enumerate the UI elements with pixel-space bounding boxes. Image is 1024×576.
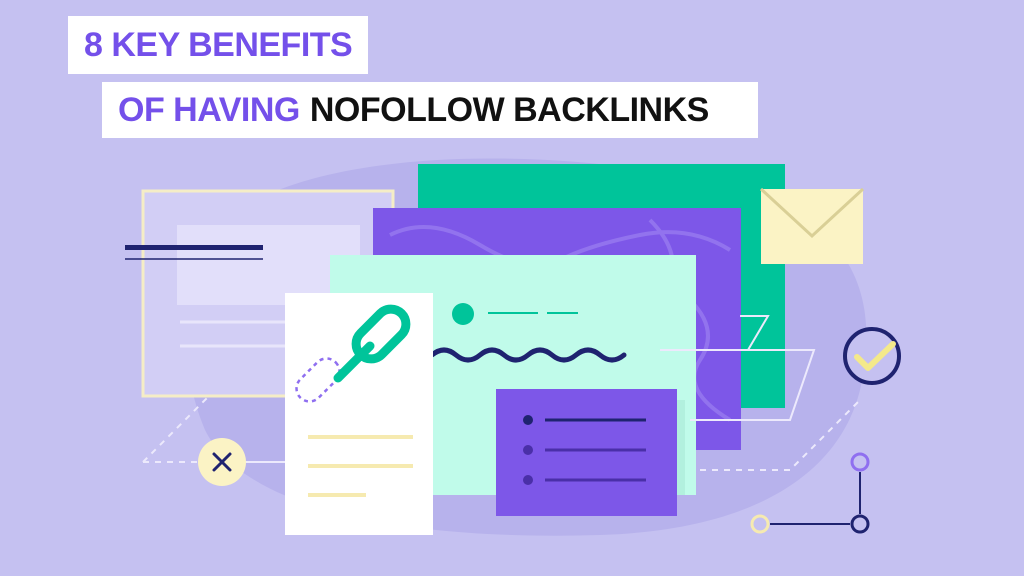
link-icon [295,304,411,403]
title-text-2-highlight: OF HAVING [118,90,300,129]
connector-line-right [660,349,816,421]
check-circle-icon [843,327,901,385]
title-text-2-rest: NOFOLLOW BACKLINKS [309,90,709,129]
connector-line-left [142,394,211,463]
title-line-2: OF HAVING NOFOLLOW BACKLINKS [102,82,758,138]
title-line-1: 8 KEY BENEFITS [68,16,368,74]
envelope-icon [759,187,865,264]
node-graph [750,452,870,534]
list-card [496,389,677,516]
close-circle-icon [198,438,246,486]
title-text-1: 8 KEY BENEFITS [84,25,353,64]
